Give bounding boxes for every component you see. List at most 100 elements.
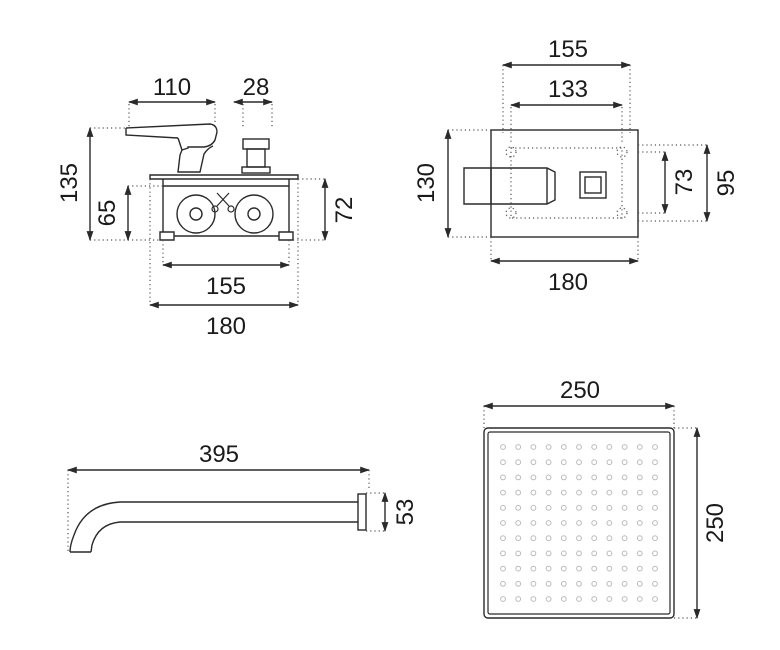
nozzle (560, 520, 567, 526)
shower-head-plate (483, 427, 675, 619)
nozzle (560, 565, 567, 572)
nozzle (606, 535, 613, 542)
nozzle (652, 504, 658, 511)
dim-label-53: 53 (392, 499, 419, 526)
nozzle (621, 459, 628, 466)
nozzle (515, 459, 522, 466)
nozzle (636, 520, 643, 526)
nozzle (652, 550, 658, 557)
cover-plate (149, 174, 299, 180)
nozzle (576, 520, 582, 526)
dim-label-95: 95 (713, 170, 740, 197)
nozzle (591, 535, 598, 542)
nozzle (636, 474, 643, 481)
nozzle (545, 520, 552, 526)
nozzle (621, 550, 628, 557)
dim-label-180: 180 (206, 313, 246, 340)
nozzle (576, 489, 582, 496)
nozzle (560, 474, 567, 481)
wall-flange (357, 493, 367, 531)
nozzle (530, 520, 537, 526)
nozzle (576, 550, 582, 557)
nozzle (545, 504, 552, 511)
nozzle (652, 565, 658, 572)
scissors-icon (211, 192, 235, 213)
nozzle (621, 520, 628, 526)
nozzle-grid (500, 444, 658, 602)
nozzle (515, 550, 522, 557)
nozzle (560, 596, 567, 602)
nozzle (591, 474, 598, 481)
nozzle (652, 459, 658, 466)
dim-label-28: 28 (243, 74, 270, 101)
nozzle (500, 520, 506, 526)
nozzle (636, 444, 643, 450)
arm-pipe (69, 501, 358, 553)
nozzle (500, 474, 506, 481)
nozzle (591, 504, 598, 511)
mixer-front-view: 155 133 130 73 95 (413, 36, 740, 296)
nozzle (606, 565, 613, 572)
nozzle (606, 504, 613, 511)
nozzle (530, 580, 537, 587)
nozzle (621, 489, 628, 496)
nozzle (621, 474, 628, 481)
nozzle (530, 504, 537, 511)
dim-label-135: 135 (56, 163, 83, 203)
mixer-side-view: 110 28 (56, 74, 358, 340)
nozzle (545, 489, 552, 496)
nozzle (560, 535, 567, 542)
nozzle (621, 535, 628, 542)
nozzle (591, 565, 598, 572)
dim-label-110: 110 (153, 74, 191, 101)
nozzle (530, 444, 537, 450)
nozzle (636, 550, 643, 557)
nozzle (515, 535, 522, 542)
nozzle (515, 504, 522, 511)
nozzle (636, 459, 643, 466)
nozzle (530, 489, 537, 496)
nozzle (576, 580, 582, 587)
nozzle (591, 459, 598, 466)
nozzle (652, 596, 658, 602)
nozzle (576, 535, 582, 542)
diverter-knob (242, 138, 270, 150)
nozzle (576, 504, 582, 511)
nozzle (500, 596, 506, 602)
nozzle (591, 444, 598, 450)
shower-head: 250 250 (483, 377, 729, 619)
nozzle (500, 550, 506, 557)
nozzle (500, 580, 506, 587)
nozzle (545, 550, 552, 557)
nozzle (621, 565, 628, 572)
nozzle (606, 520, 613, 526)
lever-handle (125, 123, 218, 173)
nozzle (591, 550, 598, 557)
nozzle (591, 489, 598, 496)
nozzle (652, 520, 658, 526)
dim-label-395: 395 (199, 441, 239, 468)
nozzle (560, 489, 567, 496)
front-lever (463, 167, 556, 205)
nozzle (652, 474, 658, 481)
nozzle (560, 504, 567, 511)
nozzle (606, 459, 613, 466)
nozzle (652, 489, 658, 496)
nozzle (560, 459, 567, 466)
nozzle (515, 580, 522, 587)
nozzle (545, 580, 552, 587)
nozzle (560, 580, 567, 587)
nozzle (576, 596, 582, 602)
shower-arm: 395 53 (67, 441, 419, 553)
nozzle (500, 504, 506, 511)
nozzle (652, 444, 658, 450)
nozzle (500, 565, 506, 572)
dim-label-73: 73 (671, 169, 698, 196)
nozzle (621, 444, 628, 450)
nozzle (560, 444, 567, 450)
dim-label-250-width: 250 (560, 377, 600, 404)
dim-label-130: 130 (413, 163, 440, 203)
nozzle (621, 580, 628, 587)
nozzle (545, 459, 552, 466)
nozzle (636, 489, 643, 496)
